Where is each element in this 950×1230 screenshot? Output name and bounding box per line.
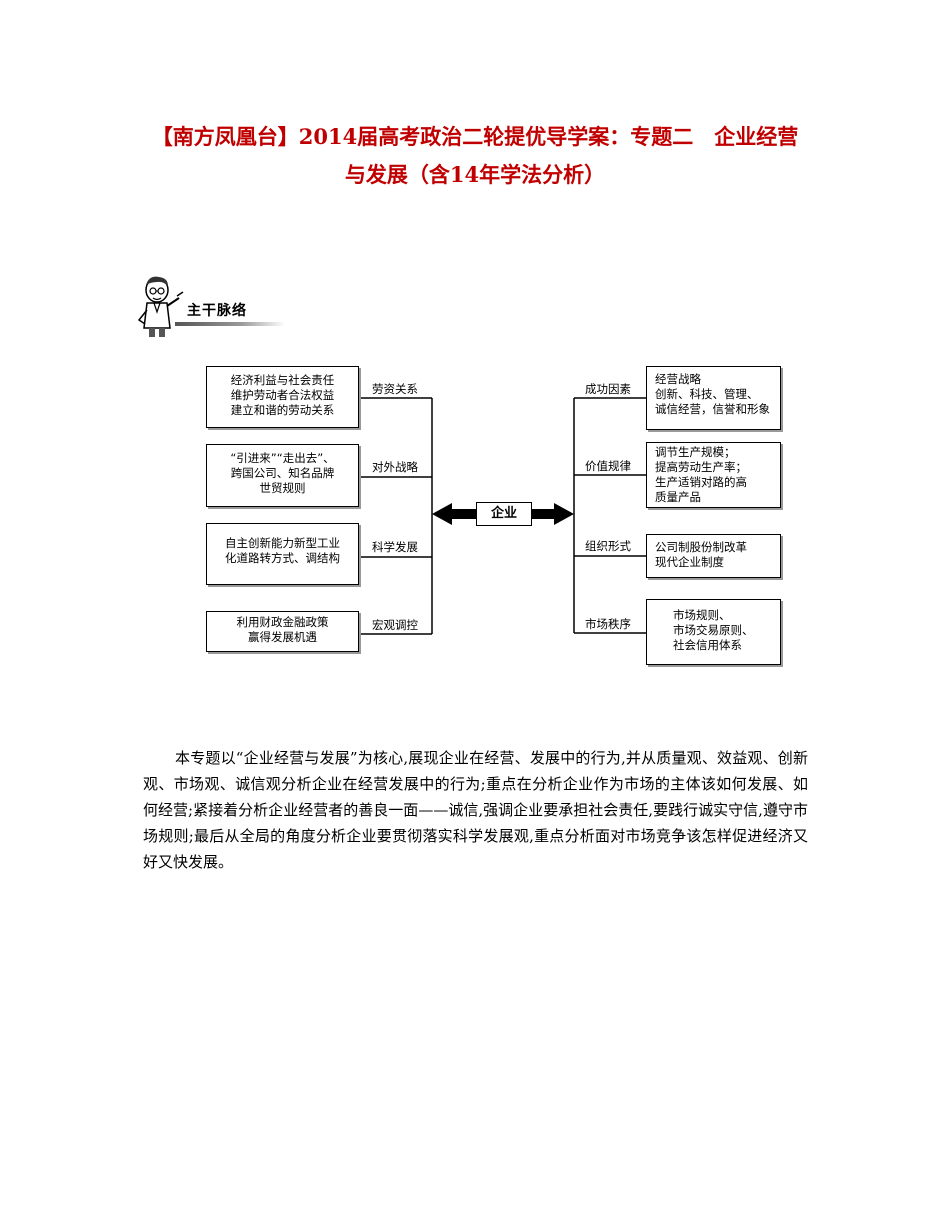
concept-diagram: 经济利益与社会责任 维护劳动者合法权益 建立和谐的劳动关系 “引进来”“走出去”… (206, 366, 781, 665)
right-arrow-icon (532, 503, 574, 525)
teacher-mascot-icon (137, 276, 184, 337)
right-box-organization: 公司制股份制改革 现代企业制度 (646, 534, 781, 578)
connector-label-macro: 宏观调控 (372, 618, 418, 632)
left-box-macro: 利用财政金融政策 赢得发展机遇 (206, 611, 359, 652)
connector-label-development: 科学发展 (372, 540, 418, 554)
connector-label-value-law: 价值规律 (585, 459, 631, 473)
title-line-2: 与发展（含14年学法分析） (344, 162, 606, 187)
section-rule (175, 322, 285, 326)
document-title: 【南方凤凰台】2014届高考政治二轮提优导学案：专题二 企业经营 与发展（含14… (120, 118, 830, 194)
connector-label-success: 成功因素 (585, 382, 631, 396)
body-paragraph: 本专题以“企业经营与发展”为核心,展现企业在经营、发展中的行为,并从质量观、效益… (143, 749, 808, 871)
right-box-value-law: 调节生产规模； 提高劳动生产率； 生产适销对路的高 质量产品 (646, 442, 781, 508)
connector-label-organization: 组织形式 (585, 539, 631, 553)
section-label: 主干脉络 (187, 303, 247, 319)
connector-label-labor: 劳资关系 (372, 382, 418, 396)
left-box-labor: 经济利益与社会责任 维护劳动者合法权益 建立和谐的劳动关系 (206, 366, 359, 428)
left-box-development: 自主创新能力新型工业 化道路转方式、调结构 (206, 523, 359, 585)
connector-label-market-order: 市场秩序 (585, 617, 631, 631)
connector-label-foreign: 对外战略 (372, 460, 418, 474)
left-box-foreign: “引进来”“走出去”、 跨国公司、知名品牌 世贸规则 (206, 444, 359, 507)
center-enterprise-box: 企业 (476, 502, 532, 526)
left-arrow-icon (432, 503, 476, 525)
section-header: 主干脉络 (135, 270, 285, 340)
right-box-market-order: 市场规则、 市场交易原则、 社会信用体系 (646, 599, 781, 665)
diagram-connectors (359, 397, 646, 635)
right-box-success: 经营战略 创新、科技、管理、 诚信经营，信誉和形象 (646, 366, 781, 430)
title-line-1: 【南方凤凰台】2014届高考政治二轮提优导学案：专题二 企业经营 (151, 124, 799, 149)
